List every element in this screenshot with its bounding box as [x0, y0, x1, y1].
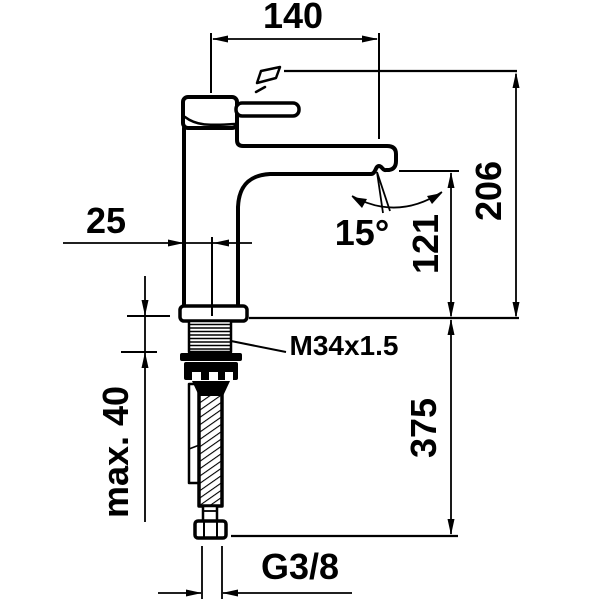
nut-tailpiece: [192, 381, 230, 396]
dim-spout-height-label: 121: [405, 213, 446, 275]
faucet-outline: [178, 95, 398, 540]
lever-raised-symbol: [254, 65, 282, 94]
nut-notch: [225, 372, 233, 380]
flex-hose: [199, 383, 222, 506]
dim-spout-reach-label: 140: [262, 0, 324, 36]
hose-hex-nut: [193, 519, 228, 540]
dim-g38-lines: [158, 546, 352, 599]
nut-notch: [209, 372, 218, 380]
dim-206-lines: [512, 72, 520, 318]
aerator-angle-label: 15°: [334, 212, 390, 253]
mounting-washer: [180, 353, 242, 361]
handle-lever: [234, 101, 301, 118]
dim-below-deck-label: 375: [403, 397, 444, 459]
dim-375-lines: [447, 319, 455, 535]
thread-hatching: [190, 323, 230, 350]
threaded-shank: [187, 319, 233, 354]
thread-leader-line: [230, 340, 287, 353]
supply-connection-label: G3/8: [260, 546, 340, 587]
dim-max40-lines: [121, 276, 170, 522]
nut-notch: [192, 372, 201, 380]
spout-profile: [235, 113, 398, 309]
body-thread-label: M34x1.5: [289, 330, 399, 361]
reference-lines: [231, 69, 519, 538]
dim-121-lines: [399, 170, 459, 318]
dim-140-lines: [210, 33, 380, 139]
deck-thickness-label: max. 40: [95, 385, 136, 519]
dim-25-lines: [63, 237, 252, 316]
handle-cap-curve: [183, 115, 237, 127]
escutcheon-plate: [178, 304, 249, 323]
dim-total-height-label: 206: [468, 160, 509, 222]
aerator-angle-indicator: [351, 171, 443, 214]
dim-front-offset-label: 25: [85, 200, 127, 241]
